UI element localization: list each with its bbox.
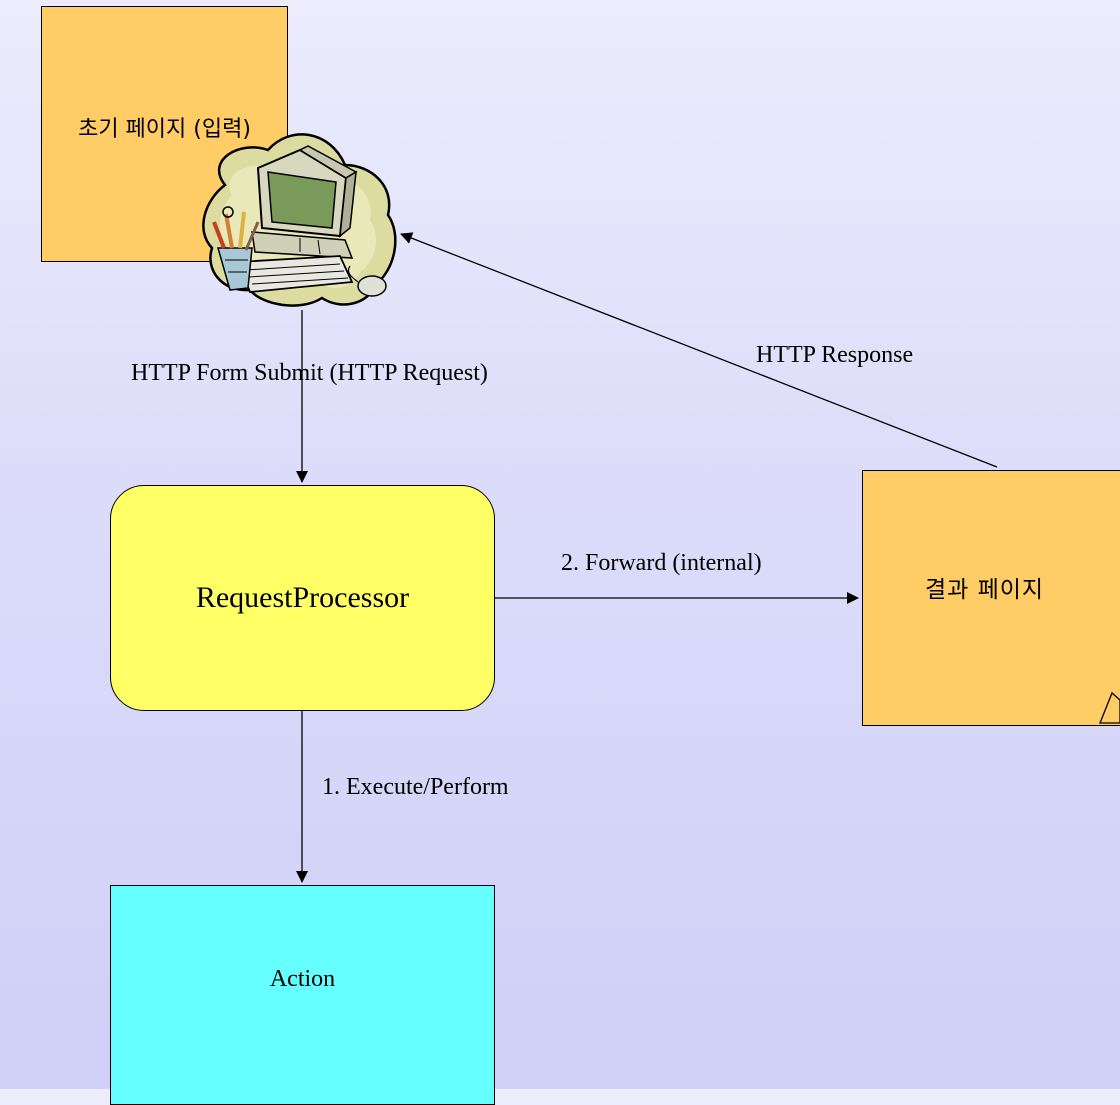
- request-processor-label: RequestProcessor: [195, 581, 410, 614]
- initial-page-label: 초기 페이지 (입력): [78, 117, 251, 142]
- action-box: Action: [110, 885, 495, 1105]
- response-label: HTTP Response: [756, 342, 914, 368]
- forward-label: 2. Forward (internal): [561, 550, 762, 576]
- result-page-label: 결과 페이지: [924, 577, 1045, 603]
- computer-clipart-icon: [202, 133, 397, 307]
- request-processor-box: RequestProcessor: [110, 485, 495, 711]
- initial-page-box: 초기 페이지 (입력): [41, 6, 288, 262]
- form-submit-label: HTTP Form Submit (HTTP Request): [131, 360, 488, 386]
- execute-label: 1. Execute/Perform: [322, 774, 509, 800]
- response-arrow: [400, 232, 998, 468]
- result-page-box: 결과 페이지: [862, 470, 1120, 726]
- page-curl-icon: [1099, 691, 1120, 724]
- action-label: Action: [269, 965, 336, 992]
